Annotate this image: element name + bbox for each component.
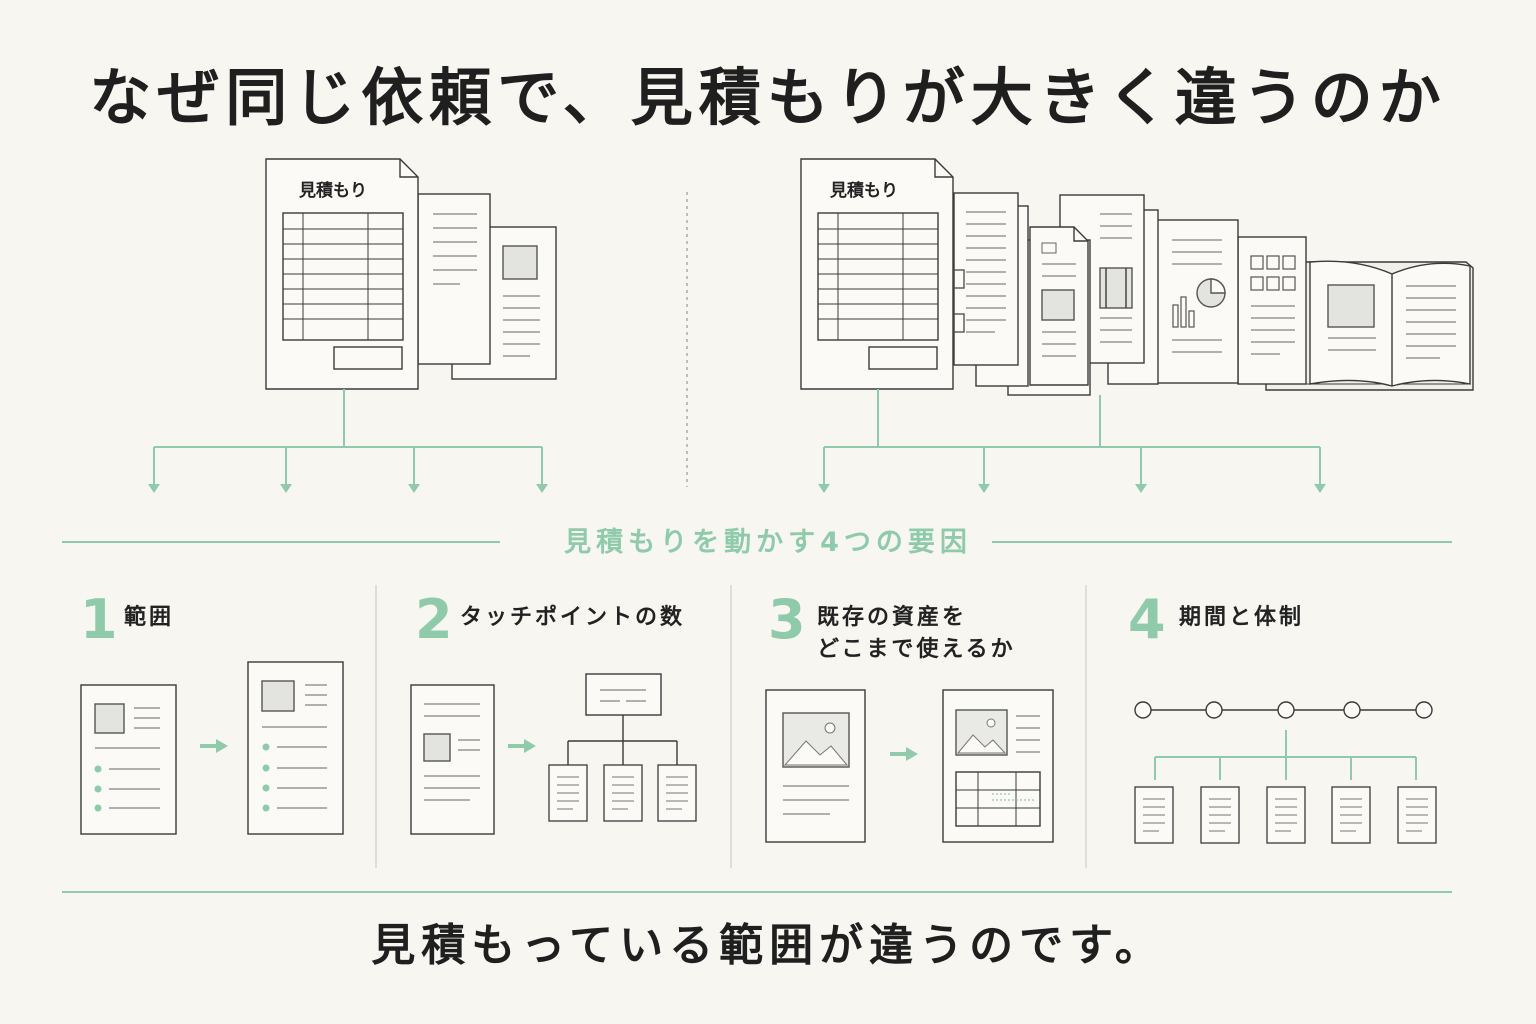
factor-4-label-line: 期間と体制 [1179,605,1305,630]
right-connectors [818,389,1326,493]
factor-3-label-line-1: 既存の資産を [817,605,968,630]
right-doc-set [800,158,1474,396]
conclusion-text: 見積もっている範囲が違うのです。 [371,920,1165,971]
factor-2-illustration [410,673,697,835]
left-doc-label: 見積もり [298,180,367,201]
factor-1-illustration [80,661,344,835]
factors-heading: 見積もりを動かす4つの要因 [564,527,972,558]
factor-1-number: 1 [80,588,118,651]
factor-2-number: 2 [415,588,453,651]
factor-3-illustration [765,689,1054,843]
factor-3-number: 3 [768,588,806,651]
factor-4-illustration [1134,701,1437,844]
right-doc-label: 見積もり [829,180,898,201]
factor-3-label-line-2: どこまで使えるか [817,637,1016,662]
factor-2-label: タッチポイントの数 [460,602,685,634]
factor-4-number: 4 [1128,588,1166,651]
left-doc-set [265,158,557,390]
factor-1-label: 範囲 [124,602,174,634]
factor-3-label: 既存の資産を どこまで使えるか [817,602,1016,666]
main-title: なぜ同じ依頼で、見積もりが大きく違うのか [89,61,1447,134]
factor-1-label-line: 範囲 [124,605,175,630]
left-connectors [148,389,548,493]
factor-2-label-line: タッチポイントの数 [460,605,686,630]
factor-4-label: 期間と体制 [1179,602,1304,634]
